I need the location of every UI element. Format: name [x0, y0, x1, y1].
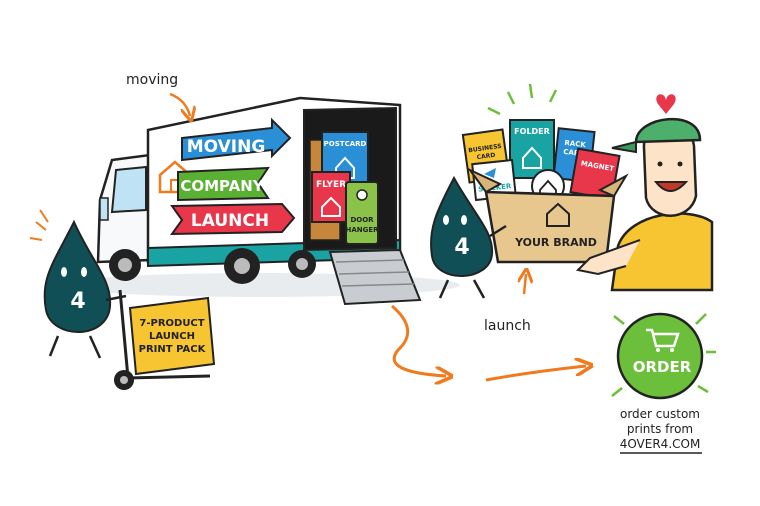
- sign-text-moving: MOVING: [187, 137, 266, 157]
- flyer-label: FLYER: [316, 180, 346, 190]
- front-wheel: [109, 249, 141, 281]
- door-hanger-label-2: HANGER: [345, 226, 379, 234]
- loading-ramp: [328, 248, 422, 306]
- pack-label-3: PRINT PACK: [139, 344, 207, 355]
- flow-arrow-2: [485, 366, 586, 382]
- flow-arrow-1: [391, 304, 446, 376]
- mascot-right-number: 4: [454, 235, 469, 260]
- customer-hand: [575, 239, 641, 276]
- launch-print-pack-box: 7-PRODUCT LAUNCH PRINT PACK: [128, 296, 216, 376]
- moving-annotation: moving: [126, 72, 178, 88]
- sign-banner-blue: [181, 117, 292, 162]
- truck-window: [110, 165, 147, 214]
- side-mirror: [99, 197, 109, 221]
- hand-truck: [114, 289, 211, 390]
- launch-annotation: launch: [484, 318, 531, 334]
- business-card-label-2: CARD: [476, 152, 495, 162]
- sign-text-launch: LAUNCH: [191, 211, 269, 231]
- sign-banner-green: [177, 166, 270, 202]
- postcard-label: POSTCARD: [324, 140, 367, 148]
- launch-arrow: [524, 274, 526, 295]
- mascot-left: 4: [29, 209, 127, 359]
- mascot-right: 4: [430, 175, 507, 299]
- moving-truck: MOVING COMPANY LAUNCH POSTCARD FLYER DOO…: [96, 96, 422, 306]
- pack-label-1: 7-PRODUCT: [139, 318, 204, 329]
- order-label: ORDER: [633, 358, 692, 376]
- door-hanger-item: [345, 181, 379, 245]
- rack-card-label-1: RACK: [564, 139, 587, 149]
- brand-box: BUSINESS CARD FOLDER RACK CARD MAGNET ST…: [461, 83, 629, 264]
- folder-label: FOLDER: [514, 127, 550, 136]
- mascot-left-number: 4: [70, 289, 85, 314]
- folder-house-icon: [522, 146, 542, 169]
- rack-card-label-2: CARD: [563, 148, 586, 158]
- sign-banner-red: [170, 202, 296, 236]
- happy-customer: [575, 94, 714, 292]
- green-cap: [634, 117, 702, 144]
- heart-icon: [656, 94, 676, 114]
- brand-house-icon: [546, 202, 570, 227]
- order-caption-1: order custom: [620, 407, 700, 421]
- rear-wheel-2: [288, 250, 316, 278]
- order-caption-3[interactable]: 4OVER4.COM: [620, 437, 701, 451]
- moving-arrow: [169, 92, 190, 116]
- door-hanger-label-1: DOOR: [350, 216, 374, 224]
- pack-label-2: LAUNCH: [149, 331, 195, 342]
- brand-box-label: YOUR BRAND: [514, 236, 597, 249]
- sign-text-company: COMPANY: [180, 177, 264, 195]
- order-button[interactable]: ORDER: [611, 312, 716, 400]
- flyer-house-icon: [321, 196, 341, 217]
- business-card-label-1: BUSINESS: [468, 143, 502, 155]
- cart-icon: [646, 328, 680, 352]
- order-caption-2: prints from: [627, 422, 693, 436]
- rear-wheel: [224, 248, 260, 284]
